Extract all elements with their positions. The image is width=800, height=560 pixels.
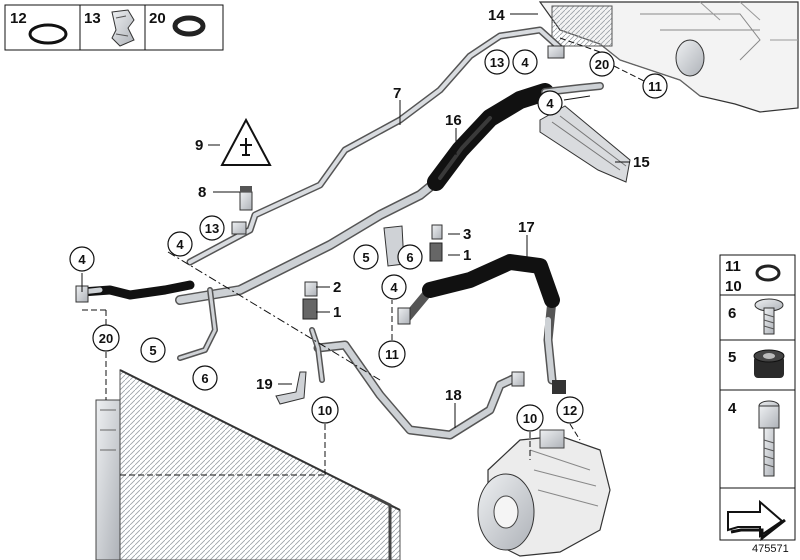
- callout-6b: 6: [192, 365, 218, 391]
- label-7: 7: [393, 85, 401, 102]
- svg-text:5: 5: [362, 250, 369, 265]
- callout-10b: 10: [516, 404, 544, 432]
- svg-text:13: 13: [205, 221, 219, 236]
- label-9: 9: [195, 137, 203, 154]
- svg-text:4: 4: [521, 55, 529, 70]
- callout-4b: 4: [537, 90, 563, 116]
- label-19: 19: [256, 376, 273, 393]
- legend-number-10: 10: [725, 278, 742, 295]
- legend-number-20: 20: [149, 10, 166, 27]
- legend-right: 11 10 6 5 4: [719, 254, 796, 542]
- svg-text:11: 11: [385, 347, 399, 362]
- leader-lines: [81, 13, 651, 476]
- svg-text:10: 10: [523, 411, 537, 426]
- bracket-19: [275, 371, 307, 405]
- hvac-housing: [538, 1, 799, 113]
- legend-number-13: 13: [84, 10, 101, 27]
- legend-number-4: 4: [728, 400, 737, 417]
- circle-callouts: 13 4 20 11 4 13 4 4: [69, 49, 668, 432]
- callout-5b: 5: [140, 337, 166, 363]
- label-1b: 1: [333, 304, 341, 321]
- diagram-number: 475571: [752, 543, 789, 555]
- callout-4e: 4: [381, 274, 407, 300]
- torx-bolt-icon: [758, 400, 780, 477]
- callout-4c: 4: [167, 231, 193, 257]
- seal-ring-icon: [172, 15, 206, 37]
- bracket-15: [539, 105, 631, 183]
- callout-13b: 13: [199, 215, 225, 241]
- label-8: 8: [198, 184, 206, 201]
- legend-top: 12 13 20: [4, 4, 224, 51]
- svg-text:10: 10: [318, 403, 332, 418]
- callout-20b: 20: [92, 324, 120, 352]
- callout-4d: 4: [69, 246, 95, 272]
- callout-11b: 11: [378, 340, 406, 368]
- label-3: 3: [463, 226, 471, 243]
- callout-11a: 11: [642, 73, 668, 99]
- o-ring-icon: [28, 23, 68, 45]
- svg-text:4: 4: [78, 252, 86, 267]
- callout-6a: 6: [397, 244, 423, 270]
- svg-text:6: 6: [406, 250, 413, 265]
- svg-text:4: 4: [176, 237, 184, 252]
- legend-number-12: 12: [10, 10, 27, 27]
- label-16: 16: [445, 112, 462, 129]
- callout-4a: 4: [512, 49, 538, 75]
- clip-icon: [111, 9, 135, 47]
- expansion-valve-port: [675, 39, 705, 77]
- label-17: 17: [518, 219, 535, 236]
- warning-sign-icon: [220, 117, 272, 166]
- legend-number-11: 11: [725, 258, 741, 275]
- plain-labels: 14 7 16 15 9 8 3 1 17 2 1 19 18: [195, 7, 650, 404]
- svg-text:5: 5: [149, 343, 156, 358]
- pipe-18: [313, 340, 520, 440]
- label-1a: 1: [463, 247, 471, 264]
- label-14: 14: [488, 7, 505, 24]
- label-18: 18: [445, 387, 462, 404]
- rubber-grommet-icon: [753, 349, 785, 378]
- svg-text:20: 20: [595, 57, 609, 72]
- callout-12: 12: [556, 396, 584, 424]
- svg-text:4: 4: [546, 96, 554, 111]
- flange-screw-icon: [754, 298, 784, 335]
- svg-text:13: 13: [490, 55, 504, 70]
- callout-13a: 13: [484, 49, 510, 75]
- hose-16: [427, 83, 554, 191]
- legend-number-5: 5: [728, 349, 736, 366]
- condenser: [95, 369, 401, 560]
- svg-text:11: 11: [648, 79, 662, 94]
- callout-5a: 5: [353, 244, 379, 270]
- callout-10a: 10: [311, 396, 339, 424]
- label-15: 15: [633, 154, 650, 171]
- svg-text:6: 6: [201, 371, 208, 386]
- legend-number-6: 6: [728, 305, 736, 322]
- o-ring-icon: [755, 264, 781, 282]
- svg-text:20: 20: [99, 331, 113, 346]
- compressor: [477, 429, 611, 557]
- svg-text:4: 4: [390, 280, 398, 295]
- callout-20a: 20: [589, 51, 615, 77]
- svg-text:12: 12: [563, 403, 577, 418]
- direction-arrow-icon: [727, 499, 786, 542]
- label-2: 2: [333, 279, 341, 296]
